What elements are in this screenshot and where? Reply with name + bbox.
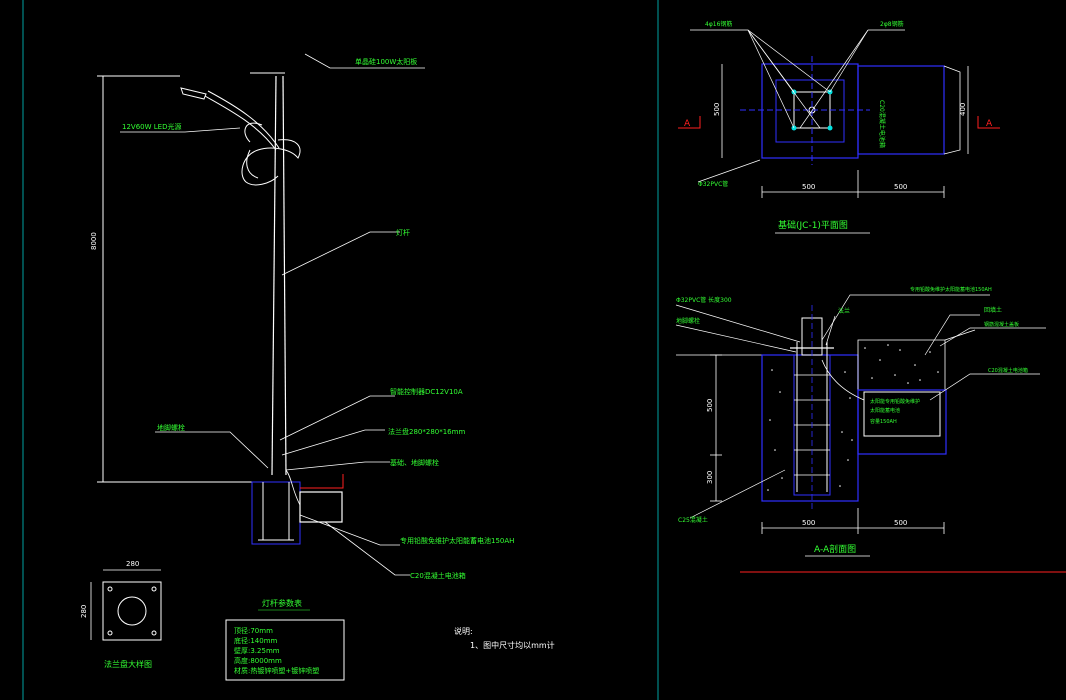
flange-dim-side: 280 [80, 605, 88, 618]
bolts-label: 基础、地脚螺栓 [390, 458, 439, 467]
params-line-2: 底径:140mm [234, 636, 278, 645]
section-backfill-label: 回填土 [984, 306, 1002, 314]
section-top-label: 专用铅酸免维护太阳能蓄电池150AH [910, 286, 992, 293]
params-line-1: 顶径:70mm [234, 626, 273, 635]
section-pvc-label: Φ32PVC管 长度300 [676, 296, 732, 304]
section-flange-label: 法兰 [838, 307, 850, 315]
pole-elevation: 8000 [90, 53, 425, 576]
flange-dim-top: 280 [126, 560, 139, 568]
plan-battery-label: C20混凝土电池箱 [878, 100, 886, 148]
flange-label: 法兰盘280*280*16mm [388, 427, 465, 436]
plan-bolt-label: 2φ8钢筋 [880, 20, 904, 28]
section-dim-300: 300 [706, 471, 714, 484]
section-box-label: C20混凝土电池箱 [988, 367, 1028, 374]
plan-dim-right: 400 [959, 103, 967, 116]
plan-dim-bottom-left: 500 [802, 183, 815, 191]
controller-label: 智能控制器DC12V10A [390, 387, 463, 396]
notes-title: 说明: [454, 626, 473, 636]
plan-rebar-label: 4φ16钢筋 [705, 20, 732, 28]
section-view [675, 294, 1046, 557]
plan-dim-bottom-right: 500 [894, 183, 907, 191]
solar-panel-label: 单晶硅100W太阳板 [355, 57, 417, 66]
section-dim-500: 500 [706, 399, 714, 412]
params-line-3: 壁厚:3.25mm [234, 646, 280, 655]
plan-title: 基础(JC-1)平面图 [778, 219, 848, 231]
section-concrete-label: C25混凝土 [678, 516, 708, 524]
notes-line-1: 1、图中尺寸均以mm计 [470, 640, 555, 650]
flange-plate-detail [90, 569, 162, 641]
params-line-5: 材质:热镀锌喷塑+镀锌喷塑 [234, 666, 319, 675]
plan-section-mark-left: A [684, 119, 691, 129]
section-battery-inner-2: 太阳能蓄电池 [870, 407, 900, 414]
section-battery-inner-3: 容量150AH [870, 418, 897, 425]
ground-bolt-label: 地脚螺栓 [157, 423, 185, 432]
section-battery-inner-1: 太阳能专用铅酸免维护 [870, 398, 920, 405]
params-box [225, 619, 345, 681]
plan-view [678, 29, 1000, 234]
section-dim-bottom-left: 500 [802, 519, 815, 527]
flange-title: 法兰盘大样图 [104, 659, 152, 669]
section-title: A-A剖面图 [814, 543, 856, 555]
params-line-4: 高度:8000mm [234, 656, 282, 665]
plan-section-mark-right: A [986, 119, 993, 129]
concrete-box-label: C20混凝土电池箱 [410, 571, 466, 580]
pole-body-label: 灯杆 [396, 228, 410, 237]
pole-height-dim: 8000 [90, 232, 98, 250]
plan-dim-left: 500 [713, 103, 721, 116]
plan-pvc-label: Φ32PVC管 [698, 180, 728, 188]
params-title: 灯杆参数表 [262, 598, 302, 608]
battery-label: 专用铅酸免维护太阳能蓄电池150AH [400, 536, 514, 545]
section-dim-bottom-right: 500 [894, 519, 907, 527]
led-lamp-label: 12V60W LED光源 [122, 122, 181, 131]
section-bolt-label: 地脚螺栓 [676, 317, 700, 325]
section-cover-label: 钢筋混凝土盖板 [984, 321, 1019, 328]
